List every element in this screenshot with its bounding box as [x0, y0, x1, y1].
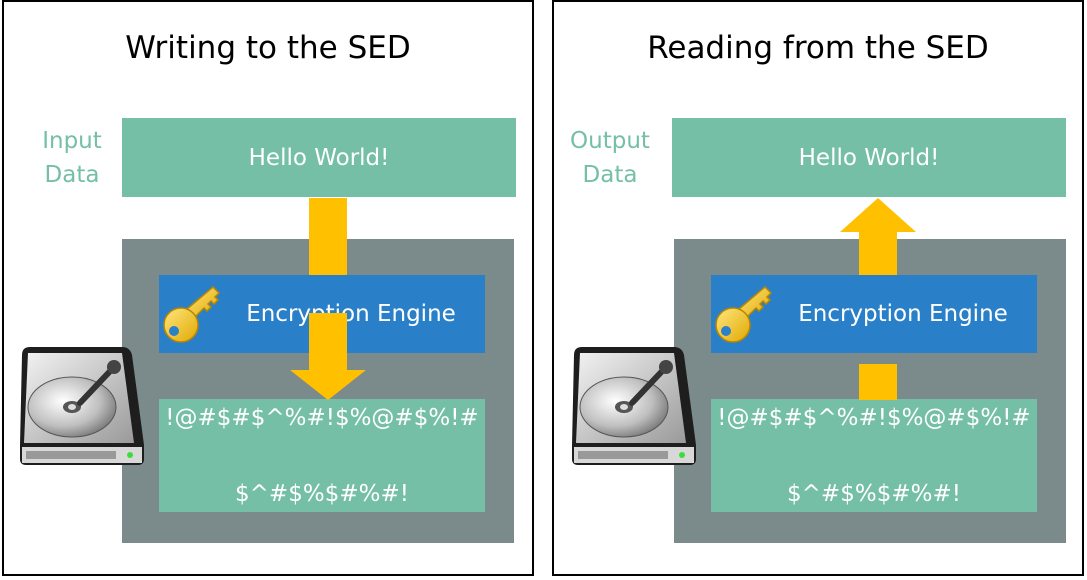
output-label-line1: Output	[570, 128, 650, 154]
read-panel-title: Reading from the SED	[647, 30, 989, 66]
read-arrow-icon	[840, 198, 916, 400]
input-label-line2: Data	[44, 162, 100, 188]
key-icon	[715, 285, 773, 343]
write-panel-title: Writing to the SED	[125, 30, 411, 66]
encryption-engine-label: Encryption Engine	[798, 301, 1008, 327]
ciphertext-box: !@#$#$^%#!$%@#$%!# $^#$%$#%#!	[711, 399, 1037, 512]
input-label-line1: Input	[42, 128, 102, 154]
encryption-engine-label: Encryption Engine	[246, 301, 456, 327]
write-arrow-icon	[290, 198, 366, 400]
output-plaintext: Hello World!	[798, 144, 940, 171]
ciphertext-line1: !@#$#$^%#!$%@#$%!#	[165, 404, 479, 431]
ciphertext-line2: $^#$%$#%#!	[235, 480, 409, 507]
input-plaintext: Hello World!	[248, 144, 390, 171]
encryption-engine-box: Encryption Engine	[711, 275, 1037, 353]
input-data-label: Input Data	[22, 124, 122, 192]
ciphertext-line2: $^#$%$#%#!	[787, 480, 961, 507]
hard-drive-icon	[572, 347, 696, 465]
output-plaintext-box: Hello World!	[672, 118, 1066, 197]
ciphertext-box: !@#$#$^%#!$%@#$%!# $^#$%$#%#!	[159, 399, 485, 512]
write-panel: Writing to the SED Input Data Hello Worl…	[2, 0, 534, 576]
input-plaintext-box: Hello World!	[122, 118, 516, 197]
sed-drive-body: Encryption Engine !@#$#$^%#!$%@#$%!# $^#…	[122, 239, 514, 543]
output-data-label: Output Data	[560, 124, 660, 192]
read-panel: Reading from the SED Output Data Hello W…	[552, 0, 1084, 576]
output-label-line2: Data	[582, 162, 638, 188]
key-icon	[163, 285, 221, 343]
ciphertext-line1: !@#$#$^%#!$%@#$%!#	[717, 404, 1031, 431]
hard-drive-icon	[20, 347, 144, 465]
